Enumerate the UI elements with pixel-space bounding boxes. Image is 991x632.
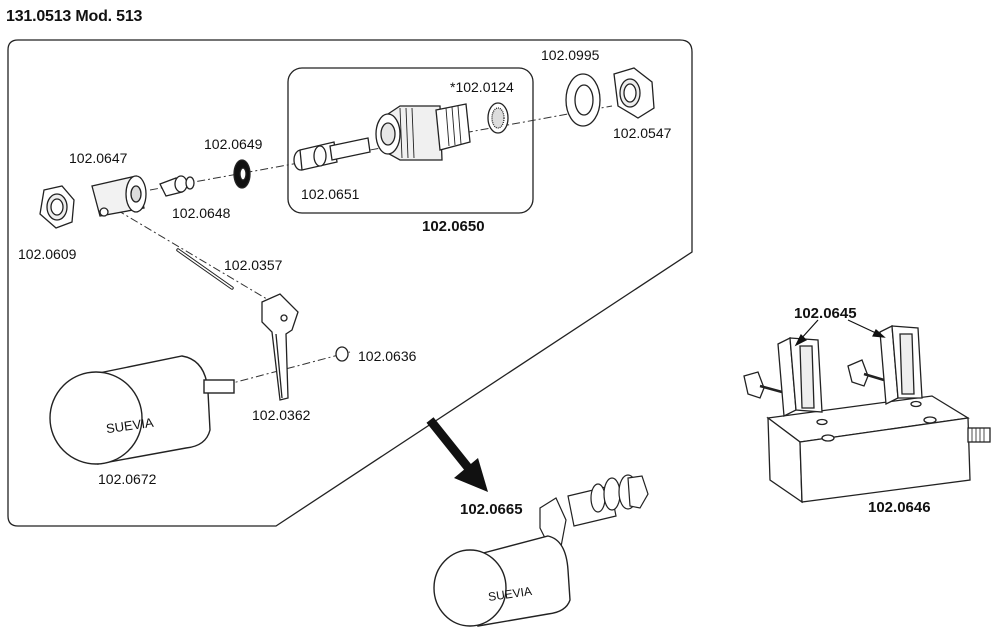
part-label-0648: 102.0648 (172, 205, 231, 221)
brand-label-assembled: SUEVIA (487, 584, 533, 604)
part-label-0636: 102.0636 (358, 348, 417, 364)
mounting-bracket-0646 (766, 395, 991, 504)
valve-group-box (287, 67, 534, 214)
part-label-0362: 102.0362 (252, 407, 311, 423)
part-label-0995: 102.0995 (541, 47, 600, 63)
part-label-0124: *102.0124 (450, 79, 514, 95)
lever-0362 (261, 293, 299, 401)
part-label-0647: 102.0647 (69, 150, 128, 166)
bracket-clamp-left-0645 (743, 336, 823, 418)
part-label-0650: 102.0650 (422, 218, 485, 235)
part-label-0672: 102.0672 (98, 471, 157, 487)
bracket-clamp-right-0645 (847, 324, 923, 406)
main-assembly-outline (7, 39, 693, 527)
part-label-0649: 102.0649 (204, 136, 263, 152)
part-label-0651: 102.0651 (301, 186, 360, 202)
assembled-valve (539, 474, 649, 583)
part-label-0645: 102.0645 (794, 305, 857, 322)
valve-body-0647 (91, 175, 147, 217)
leader-lines-0645 (794, 319, 886, 347)
washer-0995 (565, 73, 601, 127)
nozzle-0648 (159, 175, 195, 197)
filter-0124 (487, 102, 509, 134)
part-label-0665: 102.0665 (460, 501, 523, 518)
part-label-0609: 102.0609 (18, 246, 77, 262)
threaded-cartridge (375, 103, 471, 161)
hex-nut-0547 (613, 67, 655, 119)
actuator-0672 (49, 355, 235, 465)
part-label-0646: 102.0646 (868, 499, 931, 516)
part-0636 (335, 346, 349, 362)
brand-label-main: SUEVIA (105, 415, 155, 437)
assembly-arrow (426, 417, 488, 492)
stem-0651 (293, 137, 371, 171)
o-ring-0649 (233, 159, 251, 189)
part-label-0357: 102.0357 (224, 257, 283, 273)
model-title: 131.0513 Mod. 513 (6, 8, 143, 25)
actuator-assembled (433, 535, 571, 627)
hex-nut-0609 (39, 185, 75, 229)
part-label-0547: 102.0547 (613, 125, 672, 141)
